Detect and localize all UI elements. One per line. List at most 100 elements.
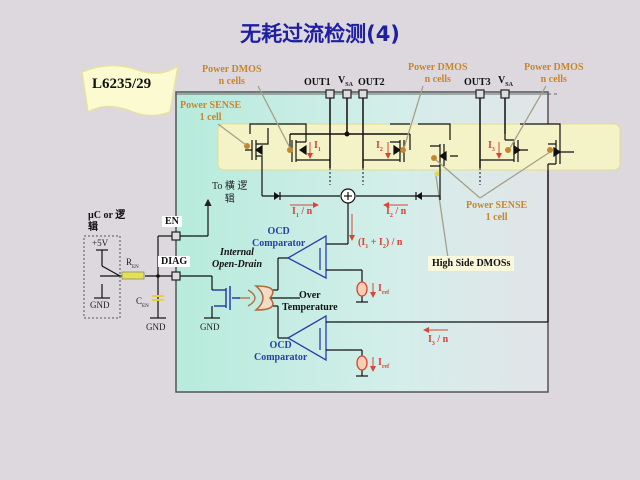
- power-dmos-3-line1: Power DMOS: [524, 62, 584, 73]
- i2n-sub: 2: [389, 213, 393, 219]
- pin-diag: DIAG: [158, 256, 191, 267]
- uc-box: [83, 235, 121, 319]
- i3n-main: I: [428, 334, 432, 345]
- sum-b-sub: 2: [382, 244, 386, 250]
- sum-a: (I: [358, 237, 366, 248]
- pin-en: EN: [162, 216, 182, 227]
- ocd-top-line2: Comparator: [252, 238, 306, 249]
- open-drain-mosfet: [212, 286, 240, 310]
- sum-c: ) / n: [385, 237, 403, 248]
- i3n-sub: 3: [431, 341, 435, 347]
- or-gate: [253, 285, 274, 311]
- i3-main: I: [488, 140, 492, 151]
- c-en-label: CEN: [136, 296, 149, 309]
- current-i2: I2: [376, 140, 383, 153]
- power-dmos-3-line2: n cells: [540, 74, 567, 85]
- i1-sub: 1: [317, 147, 321, 153]
- pin-out2: OUT2: [358, 77, 385, 88]
- c-en-main: C: [136, 296, 143, 306]
- part-number: L6235/29: [92, 76, 152, 92]
- uc-line2: 辑: [88, 222, 98, 233]
- i3n-tail: / n: [434, 334, 449, 345]
- iod-line2: Open-Drain: [212, 259, 263, 270]
- sum-a-sub: 1: [365, 244, 369, 250]
- ocd-top-line1: OCD: [267, 226, 290, 237]
- pin-vsa-1-main: V: [338, 75, 346, 86]
- diode-1: [274, 192, 280, 200]
- r-en-resistor: [121, 271, 145, 280]
- pointer-lines: [217, 85, 551, 259]
- power-sense-right-line1: Power SENSE: [466, 200, 528, 211]
- ocd-comparators: [286, 234, 327, 362]
- to-logic-line1: To 橫 逻: [212, 181, 248, 192]
- i2n-tail: / n: [392, 206, 407, 217]
- iref-bot-main: I: [378, 357, 382, 368]
- gnd-cen-label: GND: [146, 322, 166, 332]
- i1n-sub: 1: [295, 213, 299, 219]
- i2-sub: 2: [379, 147, 383, 153]
- pin-out1: OUT1: [304, 77, 331, 88]
- gnd-drain-label: GND: [200, 322, 220, 332]
- i3-sub: 3: [491, 147, 495, 153]
- en-pin: [171, 231, 181, 241]
- pin-vsa-2: VSA: [498, 75, 513, 88]
- pin-vsa-2-main: V: [498, 75, 506, 86]
- ot-line2: Temperature: [282, 302, 338, 313]
- power-sense-right-line2: 1 cell: [485, 212, 508, 223]
- uc-line1: µC or 逻: [88, 210, 126, 221]
- r-en-sub: EN: [132, 264, 139, 270]
- current-i1-n: I1 / n: [292, 206, 312, 219]
- pin-vsa-1-sub: SA: [345, 82, 353, 88]
- iref-top-main: I: [378, 283, 382, 294]
- current-i3-n: I3 / n: [428, 334, 448, 347]
- power-sense-left-line2: 1 cell: [199, 112, 222, 123]
- high-side-dmos-label: High Side DMOSs: [428, 256, 515, 271]
- diag-pin: [171, 271, 181, 281]
- pin-vsa-2-sub: SA: [505, 82, 513, 88]
- i1n-tail: / n: [298, 206, 313, 217]
- plus5v-label: +5V: [92, 238, 109, 248]
- uc-logic-label: µC or 逻辑: [88, 210, 125, 234]
- power-sense-left-line1: Power SENSE: [180, 100, 242, 111]
- c-en-capacitor: [152, 295, 164, 301]
- i1n-main: I: [292, 206, 296, 217]
- c-en-sub: EN: [142, 303, 149, 309]
- current-i1: I1: [314, 140, 321, 153]
- r-en-label: REN: [126, 257, 139, 270]
- current-sum: (I1 + I2) / n: [358, 237, 403, 250]
- pin-vsa-1: VSA: [338, 75, 353, 88]
- diode-2: [416, 192, 422, 200]
- to-logic-line2: 辑: [224, 194, 235, 205]
- current-i2-n: I2 / n: [386, 206, 406, 219]
- current-i3: I3: [488, 140, 495, 153]
- power-dmos-2-line1: Power DMOS: [408, 62, 468, 73]
- iref-top-sub: ref: [381, 290, 390, 296]
- ot-line1: Over: [298, 290, 321, 301]
- iod-line1: Internal: [220, 247, 254, 258]
- power-dmos-2-line2: n cells: [424, 74, 451, 85]
- power-dmos-1-line2: n cells: [218, 76, 245, 87]
- current-iref-bot: Iref: [378, 357, 389, 370]
- sum-b: + I: [368, 237, 383, 248]
- current-sources: [356, 281, 368, 371]
- page-title: 无耗过流检测(4): [240, 22, 400, 46]
- gnd-uc-label: GND: [90, 300, 110, 310]
- ocd-bot-line2: Comparator: [254, 352, 308, 363]
- r-en-main: R: [126, 257, 133, 267]
- ocd-bot-line1: OCD: [269, 340, 292, 351]
- pin-out3: OUT3: [464, 77, 491, 88]
- iref-bot-sub: ref: [381, 364, 390, 370]
- sense-wiring: [262, 188, 441, 245]
- i1-main: I: [314, 140, 318, 151]
- current-iref-top: Iref: [378, 283, 389, 296]
- to-logic-label: To 橫 逻辑: [212, 180, 247, 206]
- part-banner: [81, 64, 180, 117]
